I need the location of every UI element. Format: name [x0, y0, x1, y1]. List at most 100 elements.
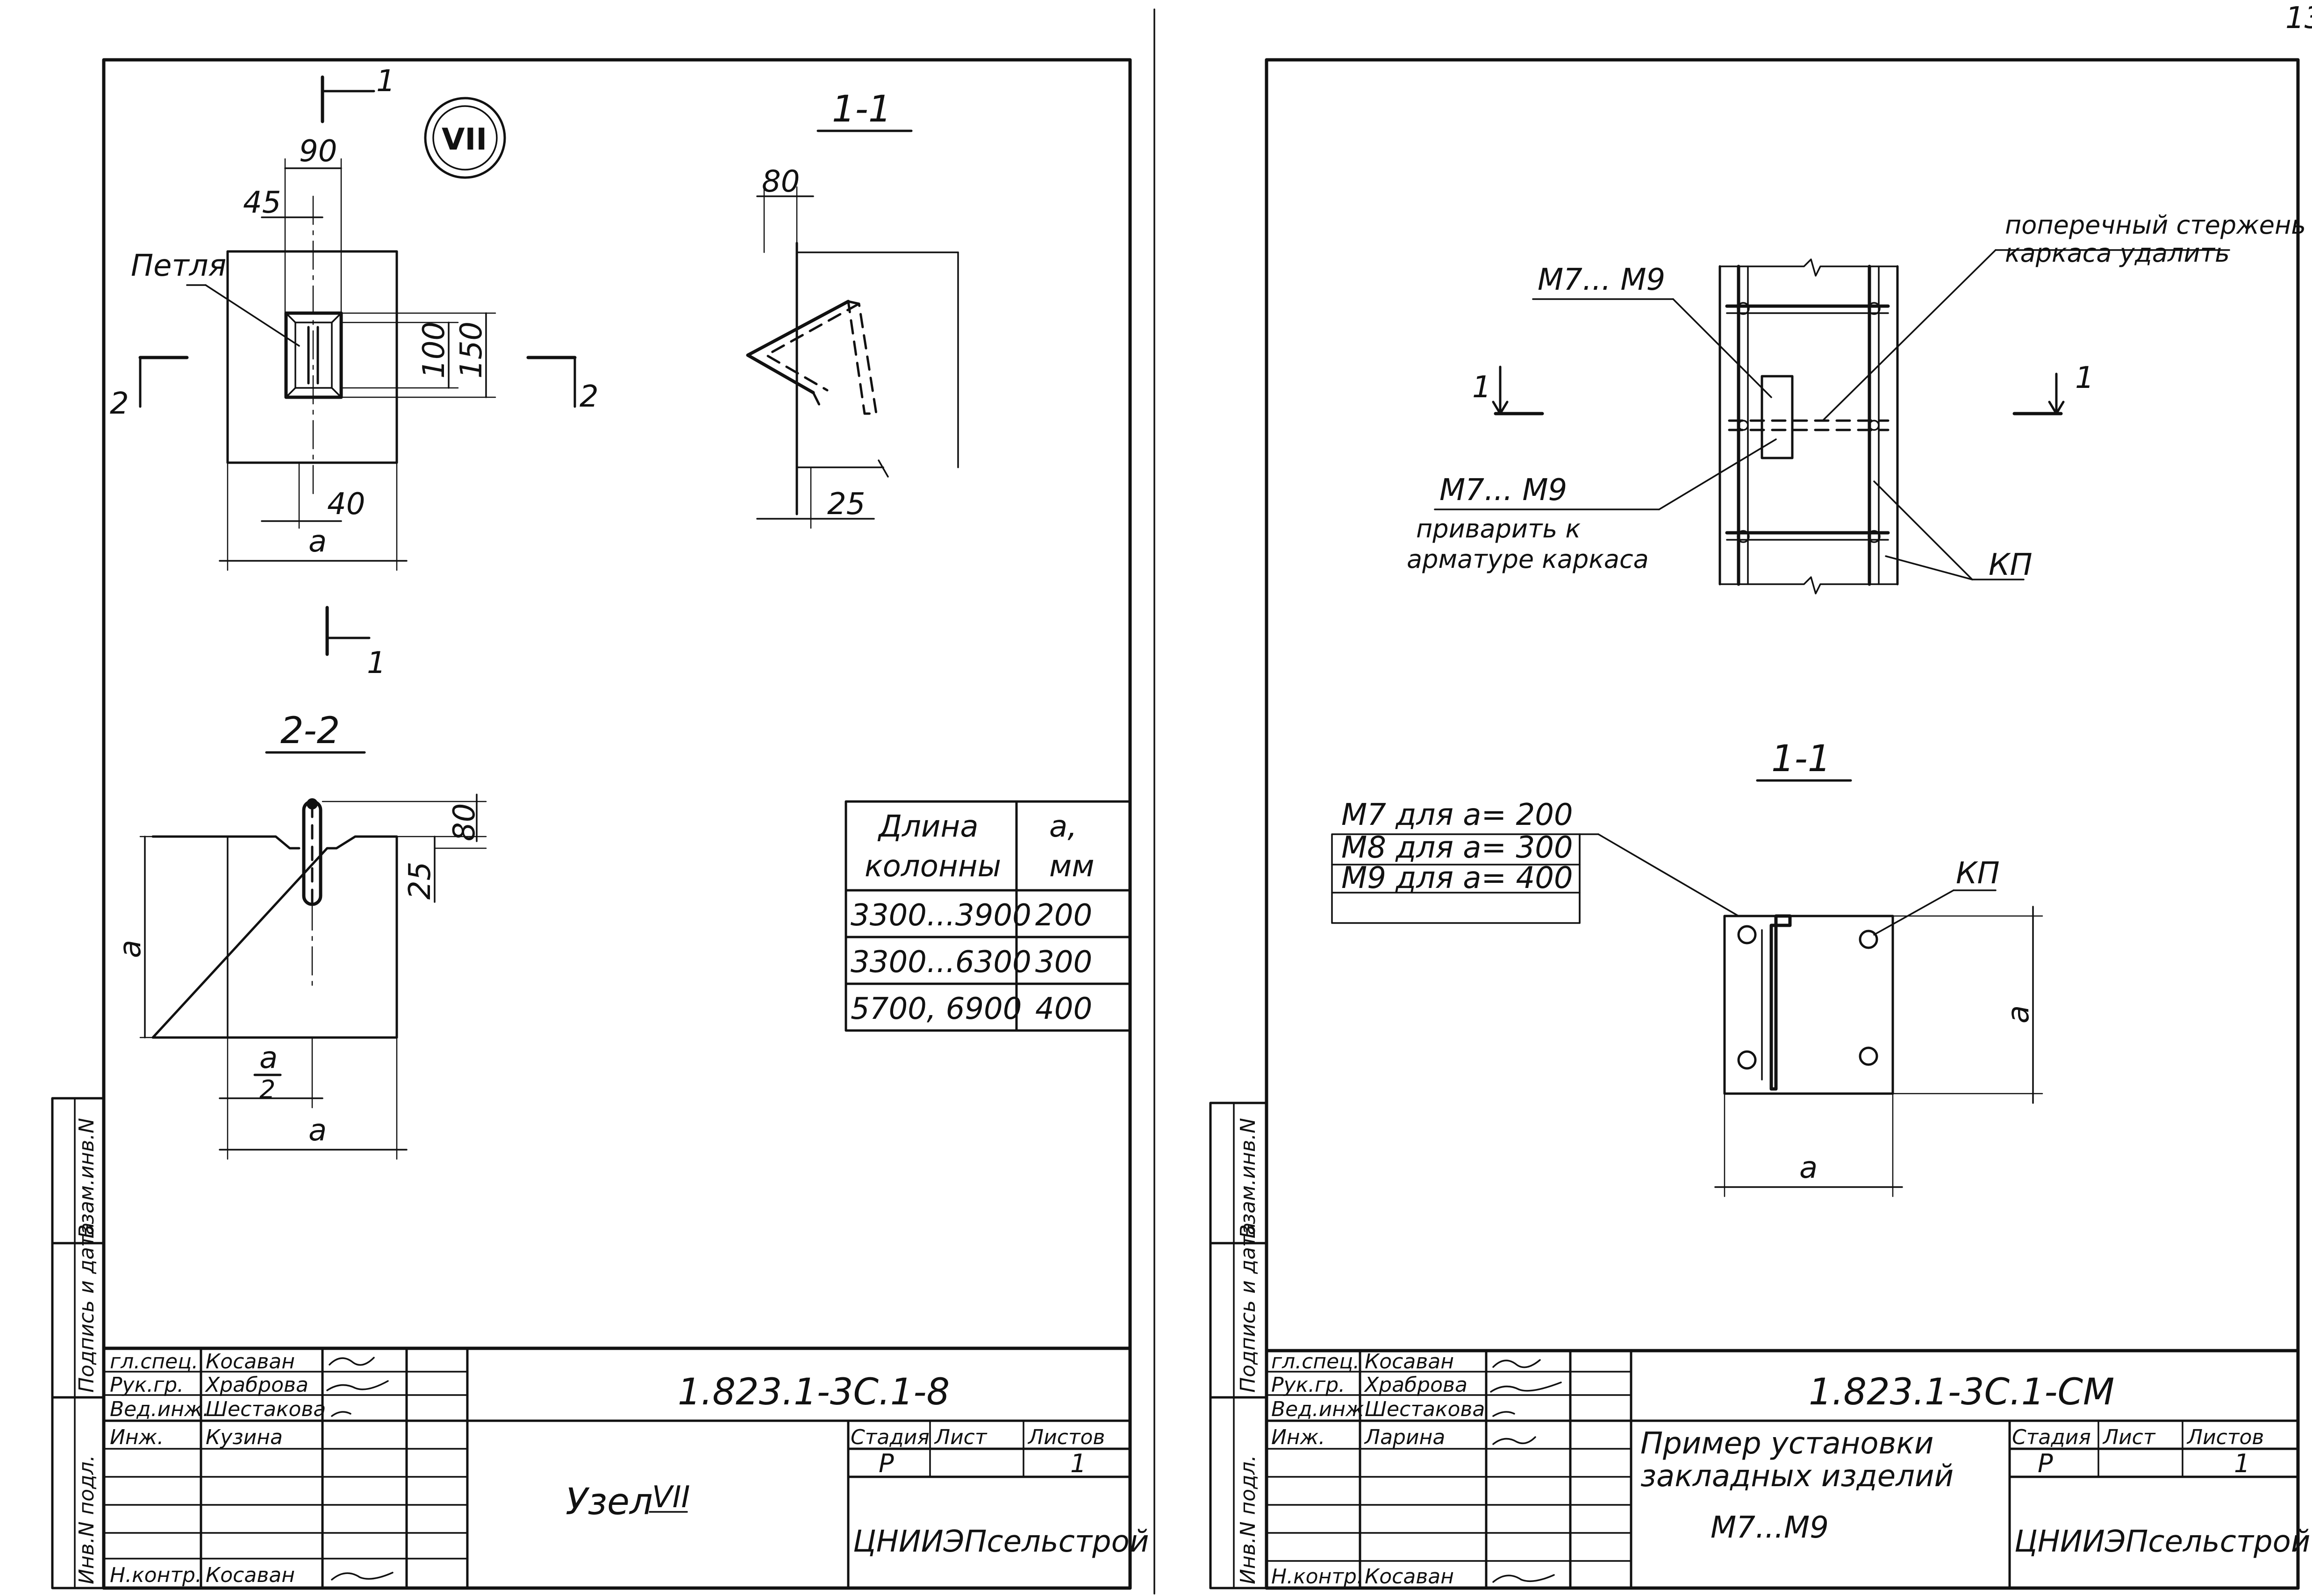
- right-sec-mark-right: 1: [2075, 361, 2094, 395]
- right-tb-role-3: Вед.инж.: [1271, 1397, 1371, 1421]
- table-row1-a: 200: [1035, 898, 1092, 933]
- right-tb-stage-label: Стадия: [2012, 1425, 2091, 1449]
- right-title-block: гл.спец. Косаван Рук.гр. Храброва Вед.ин…: [1265, 1349, 2310, 1590]
- right-tb-title-l2: закладных изделий: [1640, 1459, 1954, 1494]
- table-head-a-1: a,: [1049, 809, 1077, 844]
- left-tb-name-3: Шестакова: [206, 1397, 326, 1421]
- callout-weld-l2: арматуре каркаса: [1407, 544, 1649, 574]
- dim-150: 150: [454, 322, 489, 379]
- left-tb-stage-label: Стадия: [851, 1425, 930, 1449]
- left-signatures: [326, 1357, 394, 1581]
- dim-100: 100: [417, 322, 451, 379]
- left-sec11-title: 1-1: [832, 88, 891, 130]
- sec22-title: 2-2: [280, 710, 340, 752]
- right-stamp-podpis-data: Подпись и дата: [1236, 1223, 1260, 1393]
- table-row2-a: 300: [1035, 945, 1092, 980]
- left-tb-sheet-label: Лист: [934, 1425, 988, 1449]
- right-tb-name-3: Шестакова: [1365, 1397, 1485, 1421]
- left-tb-name-5: Косаван: [206, 1563, 295, 1587]
- right-tb-role-2: Рук.гр.: [1271, 1373, 1345, 1397]
- left-plan-view: 90 45 100 150 40 a Петля: [110, 64, 599, 680]
- right-elevation-view: М7... М9 поперечный стержень каркаса уда…: [1407, 210, 2306, 594]
- left-sec11-dim80: 80: [762, 165, 800, 199]
- node-label: VII: [442, 122, 487, 157]
- left-tb-name-2: Храброва: [205, 1373, 308, 1397]
- left-tb-role-4: Инж.: [110, 1425, 164, 1449]
- callout-m7m9-top: М7... М9: [1538, 263, 1665, 297]
- left-tb-title: Узел: [565, 1481, 653, 1523]
- right-tb-sheets: 1: [2234, 1449, 2250, 1478]
- sec1-mark-top: 1: [376, 64, 395, 99]
- right-tb-role-4: Инж.: [1271, 1425, 1325, 1449]
- loop-callout: Петля: [131, 249, 226, 283]
- right-tb-code: 1.823.1-3С.1-СМ: [1809, 1371, 2114, 1413]
- right-tb-title-l1: Пример установки: [1640, 1426, 1934, 1461]
- column-length-table: Длина колонны a, мм 3300...3900 200 3300…: [845, 800, 1131, 1032]
- legend-line-2: М8 для a= 300: [1341, 830, 1573, 865]
- right-tb-role-5: Н.контр.: [1271, 1565, 1363, 1589]
- left-stamp-vzam-inv: Взам.инв.N: [75, 1118, 99, 1238]
- right-tb-role-1: гл.спец.: [1271, 1350, 1360, 1374]
- right-tb-name-4: Ларина: [1364, 1425, 1445, 1449]
- callout-rod-l1: поперечный стержень: [2005, 210, 2306, 240]
- left-tb-role-3: Вед.инж.: [110, 1397, 209, 1421]
- node-circle: [424, 97, 506, 179]
- table-row3-length: 5700, 6900: [851, 992, 1022, 1026]
- left-stamp-podpis-data: Подпись и дата: [75, 1223, 99, 1393]
- left-section-2-2: 2-2 80 25 a a 2: [113, 710, 487, 1160]
- right-tb-stage: Р: [2038, 1449, 2053, 1478]
- left-tb-name-4: Кузина: [206, 1425, 283, 1449]
- left-side-stamp: Инв.N подл. Подпись и дата Взам.инв.N: [51, 1097, 105, 1589]
- left-tb-sheets: 1: [1070, 1449, 1086, 1478]
- left-tb-role-1: гл.спец.: [110, 1350, 198, 1374]
- left-sheet: Инв.N подл. Подпись и дата Взам.инв.N 90: [51, 58, 1149, 1590]
- callout-rod-l2: каркаса удалить: [2005, 238, 2230, 268]
- sec2-mark-left: 2: [110, 386, 129, 421]
- right-signatures: [1490, 1359, 1562, 1583]
- table-head-length-2: колонны: [865, 849, 1001, 884]
- right-tb-sheet-label: Лист: [2102, 1425, 2156, 1449]
- dim-90: 90: [299, 134, 337, 169]
- table-row1-length: 3300...3900: [851, 898, 1031, 933]
- page-number: 13: [2285, 1, 2312, 36]
- sec22-dim80: 80: [447, 803, 482, 841]
- left-stamp-inv-podl: Инв.N подл.: [75, 1455, 99, 1584]
- left-tb-role-2: Рук.гр.: [110, 1373, 184, 1397]
- right-tb-name-2: Храброва: [1364, 1373, 1467, 1397]
- sec22-a: a: [308, 1113, 327, 1148]
- right-sec11-title: 1-1: [1771, 738, 1831, 780]
- left-tb-role-5: Н.контр.: [110, 1563, 202, 1587]
- right-tb-title-l3: М7...М9: [1711, 1510, 1829, 1545]
- right-kp-label: КП: [1989, 548, 2033, 582]
- left-sec11-dim25: 25: [827, 487, 865, 522]
- right-sheet: Инв.N подл. Подпись и дата Взам.инв.N: [1209, 58, 2310, 1590]
- legend-line-1: М7 для a= 200: [1341, 798, 1573, 832]
- right-sec-mark-left: 1: [1472, 370, 1491, 405]
- left-tb-org: ЦНИИЭПсельстрой: [853, 1524, 1149, 1559]
- right-stamp-inv-podl: Инв.N подл.: [1236, 1455, 1260, 1584]
- right-tb-name-5: Косаван: [1365, 1565, 1454, 1589]
- left-title-block: гл.спец. Косаван Рук.гр. Храброва Вед.ин…: [102, 1346, 1149, 1590]
- callout-m7m9-weld: М7... М9: [1439, 473, 1567, 508]
- left-tb-sheets-label: Листов: [1027, 1425, 1105, 1449]
- right-sec11-kp: КП: [1956, 856, 2000, 891]
- sec22-a-vert: a: [113, 940, 148, 958]
- table-row3-a: 400: [1035, 992, 1092, 1026]
- left-tb-name-1: Косаван: [206, 1350, 295, 1374]
- sec22-dim25: 25: [403, 862, 437, 900]
- left-tb-title-num: VII: [652, 1480, 690, 1515]
- callout-weld-l1: приварить к: [1416, 514, 1581, 544]
- dim-45: 45: [243, 186, 281, 220]
- legend-line-3: М9 для a= 400: [1341, 861, 1573, 895]
- right-tb-sheets-label: Листов: [2186, 1425, 2264, 1449]
- dim-40: 40: [327, 487, 365, 522]
- dim-a-plan: a: [308, 524, 327, 559]
- table-head-a-2: мм: [1049, 849, 1095, 884]
- right-tb-org: ЦНИИЭПсельстрой: [2014, 1524, 2310, 1559]
- left-section-1-1: 1-1 80 25: [746, 88, 959, 529]
- left-tb-stage: Р: [879, 1449, 894, 1478]
- table-row2-length: 3300...6300: [851, 945, 1031, 980]
- left-tb-code: 1.823.1-3С.1-8: [678, 1371, 950, 1413]
- right-stamp-vzam-inv: Взам.инв.N: [1236, 1118, 1260, 1238]
